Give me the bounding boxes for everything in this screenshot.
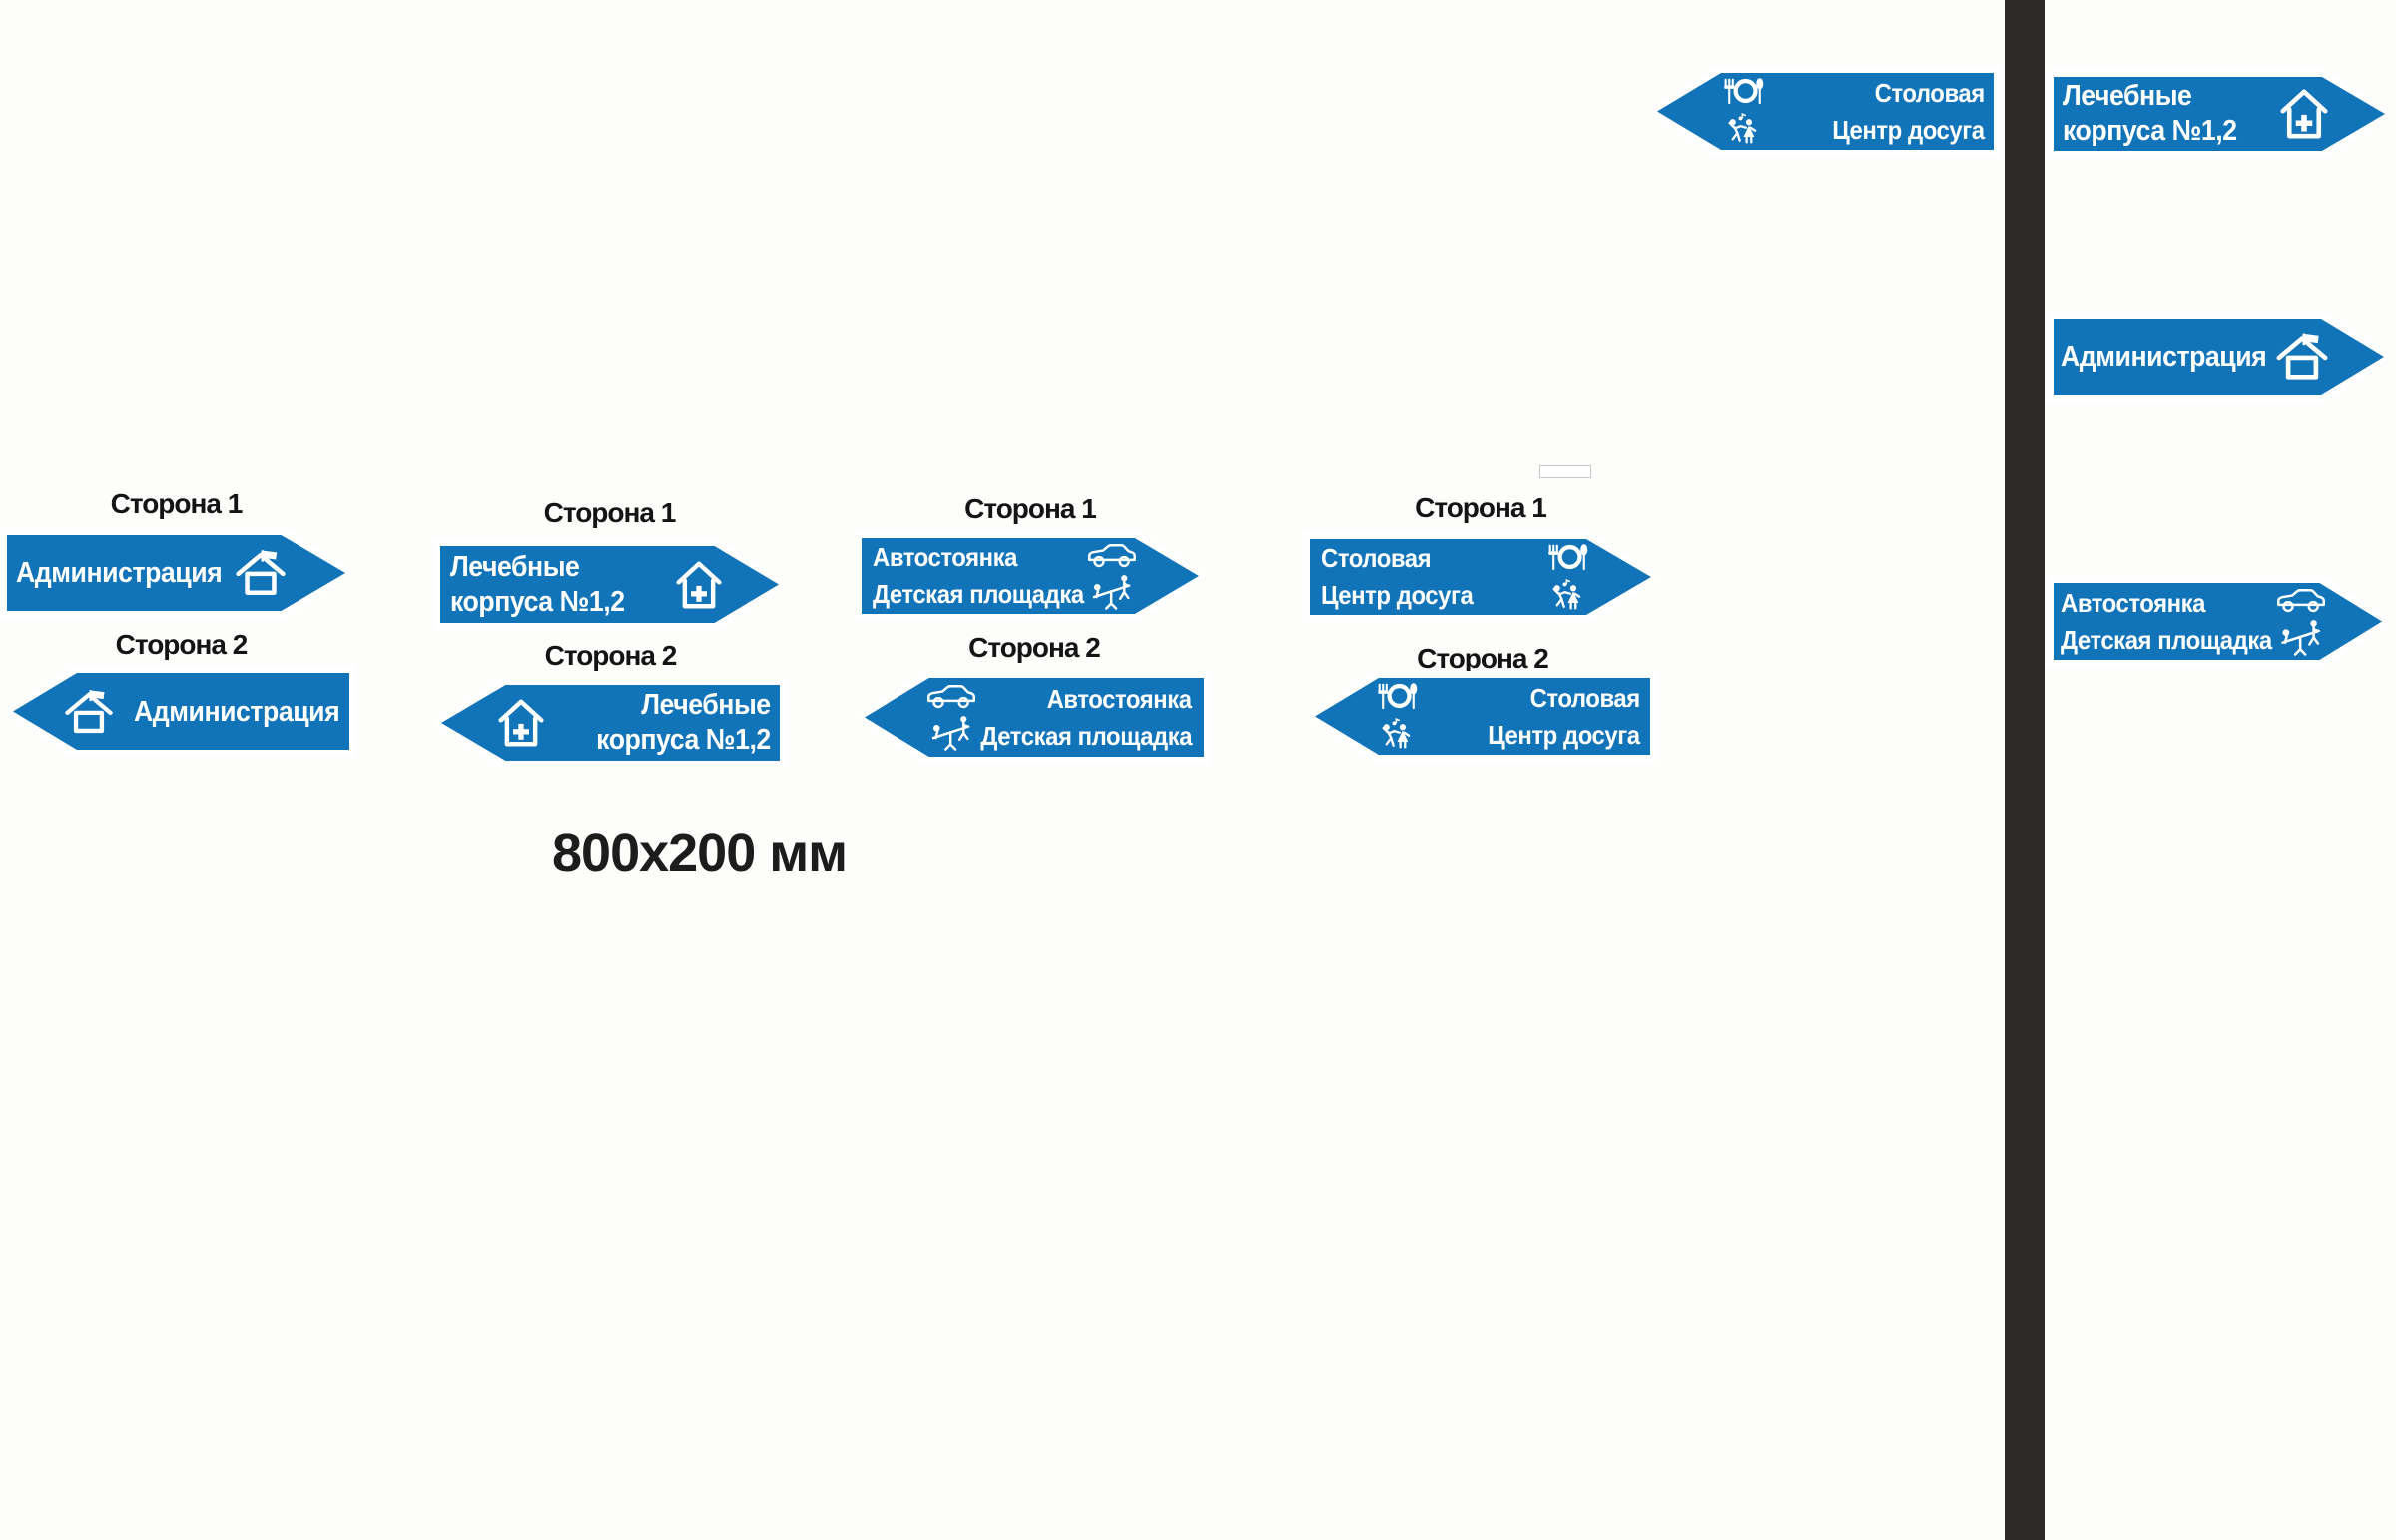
sign-text-line: корпуса №1,2 bbox=[450, 585, 625, 618]
sign-text-line: Лечебные bbox=[641, 689, 772, 721]
pair4-side1-label: Сторона 1 bbox=[1415, 492, 1547, 523]
pair3-sign-side2: Автостоянка Детская площадка bbox=[858, 671, 1211, 764]
pair3-side2-label: Сторона 2 bbox=[968, 632, 1101, 663]
sign-text-line: корпуса №1,2 bbox=[2063, 115, 2237, 147]
sign-face bbox=[2054, 319, 2384, 395]
sign-face bbox=[865, 678, 1204, 757]
sign-text-line: Детская площадка bbox=[980, 720, 1192, 751]
sign-text-line: Администрация bbox=[133, 695, 340, 728]
signpost-pole bbox=[2005, 0, 2045, 1540]
sign-face bbox=[1657, 73, 1994, 150]
pair3-side1-label: Сторона 1 bbox=[964, 493, 1097, 524]
sign-text-line: Детская площадка bbox=[873, 579, 1084, 609]
pair2-side2-label: Сторона 2 bbox=[544, 640, 678, 671]
pair1-side2-label: Сторона 2 bbox=[115, 629, 249, 660]
sign-text-line: Автостоянка bbox=[873, 542, 1017, 572]
sign-text-line: Столовая bbox=[1529, 682, 1641, 713]
pole-sign-parking-playground: Автостоянка Детская площадка bbox=[2047, 576, 2389, 667]
sign-face bbox=[1310, 539, 1651, 615]
sign-text-line: Центр досуга bbox=[1321, 580, 1474, 610]
pair2-sign-side1: Лечебные корпуса №1,2 bbox=[433, 539, 786, 630]
pair2-side1-label: Сторона 1 bbox=[543, 497, 677, 528]
sign-text-line: Центр досуга bbox=[1488, 719, 1641, 750]
sign-text-line: Администрация bbox=[16, 557, 223, 589]
sign-text-line: Автостоянка bbox=[1047, 683, 1192, 714]
pair2-sign-side2: Лечебные корпуса №1,2 bbox=[434, 678, 787, 768]
pair1-sign-side2: Администрация bbox=[6, 666, 356, 757]
pair4-sign-side1: Столовая Центр досуга bbox=[1303, 532, 1658, 622]
small-rectangle-marker bbox=[1539, 465, 1591, 478]
sign-text-line: Автостоянка bbox=[2061, 587, 2205, 618]
pair4-side2-label: Сторона 2 bbox=[1417, 643, 1549, 674]
sign-face bbox=[440, 546, 779, 623]
sign-face bbox=[2054, 77, 2385, 151]
sign-face bbox=[1315, 678, 1650, 755]
sign-face bbox=[7, 535, 345, 611]
sign-text-line: Столовая bbox=[1321, 543, 1432, 573]
pair3-sign-side1: Автостоянка Детская площадка bbox=[855, 531, 1206, 621]
sign-face bbox=[862, 538, 1199, 614]
pair1-side1-label: Сторона 1 bbox=[110, 488, 244, 519]
dimension-label: 800x200 мм bbox=[552, 823, 848, 883]
sign-text-line: Детская площадка bbox=[2061, 624, 2272, 655]
pair4-sign-side2: Столовая Центр досуга bbox=[1308, 671, 1657, 762]
pole-sign-canteen-leisure: Столовая Центр досуга bbox=[1650, 66, 2001, 157]
sign-text-line: Столовая bbox=[1874, 77, 1986, 108]
sign-text-line: корпуса №1,2 bbox=[596, 724, 771, 756]
pair1-sign-side1: Администрация bbox=[0, 528, 352, 618]
sign-face bbox=[441, 685, 780, 761]
sign-text-line: Центр досуга bbox=[1832, 114, 1986, 145]
pole-sign-administration: Администрация bbox=[2047, 312, 2391, 402]
sign-text-line: Лечебные bbox=[450, 550, 580, 583]
sign-text-line: Лечебные bbox=[2063, 80, 2192, 112]
pole-sign-medical-buildings: Лечебные корпуса №1,2 bbox=[2047, 70, 2392, 158]
sign-face bbox=[2054, 583, 2382, 660]
sign-text-line: Администрация bbox=[2061, 341, 2267, 373]
